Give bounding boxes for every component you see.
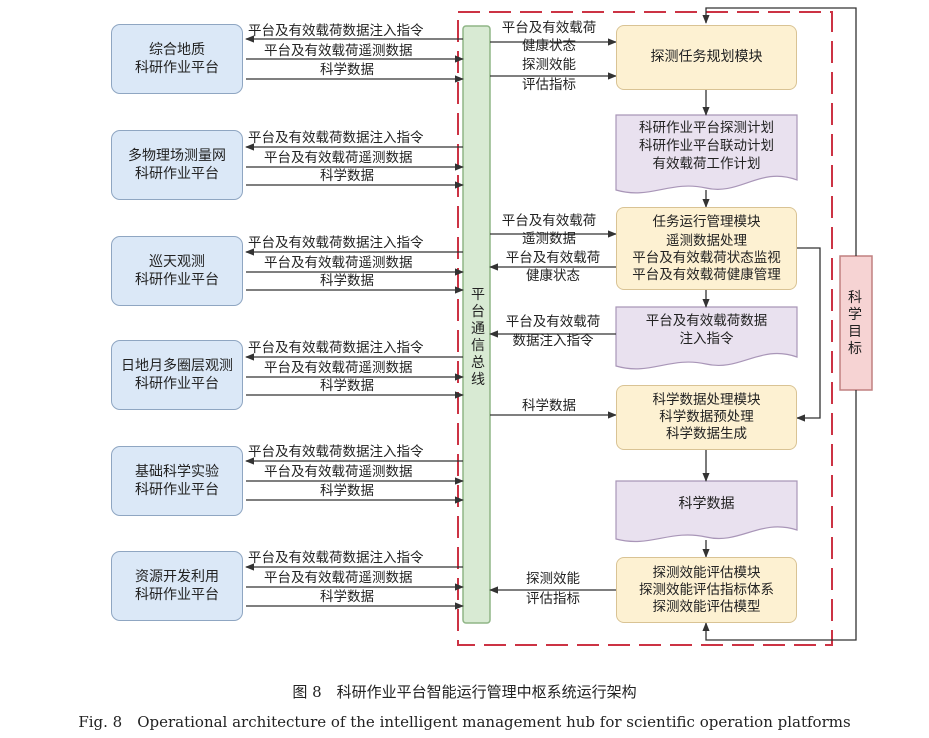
platform-name: 综合地质: [149, 42, 205, 58]
bus-link-label: 评估指标: [522, 77, 576, 93]
goal-label: 科学目标: [845, 290, 865, 358]
doc-line: 科学数据: [678, 496, 735, 512]
plans-doc-text: 科研作业平台探测计划 科研作业平台联动计划 有效载荷工作计划: [616, 118, 797, 174]
link-label-science: 科学数据: [320, 483, 374, 499]
ops-module[interactable]: 任务运行管理模块 遥测数据处理 平台及有效载荷状态监视 平台及有效载荷健康管理: [616, 207, 797, 290]
module-title: 探测效能评估模块: [652, 564, 761, 581]
module-title: 科学数据处理模块: [652, 392, 761, 408]
platform-subtitle: 科研作业平台: [135, 272, 219, 288]
link-label-science: 科学数据: [320, 589, 374, 605]
module-title: 探测任务规划模块: [650, 49, 763, 65]
communication-bus: [462, 25, 491, 624]
platform-geology[interactable]: 综合地质 科研作业平台: [111, 24, 243, 94]
module-line: 遥测数据处理: [666, 232, 747, 249]
science-goal-box: [839, 255, 873, 391]
doc-line: 科研作业平台联动计划: [639, 138, 774, 154]
bus-links: [489, 38, 617, 594]
link-label-cmd: 平台及有效载荷数据注入指令: [248, 130, 424, 146]
link-label-science: 科学数据: [320, 62, 374, 78]
platform-name: 基础科学实验: [135, 464, 219, 480]
platform-resource[interactable]: 资源开发利用 科研作业平台: [111, 551, 243, 621]
link-label-cmd: 平台及有效载荷数据注入指令: [248, 444, 424, 460]
bus-label-char: 信: [471, 338, 485, 354]
link-label-telemetry: 平台及有效载荷遥测数据: [264, 255, 413, 271]
link-label-science: 科学数据: [320, 378, 374, 394]
platform-name: 多物理场测量网: [128, 148, 226, 164]
bus-link-label: 健康状态: [526, 268, 580, 284]
caption-english: Fig. 8 Operational architecture of the i…: [78, 713, 851, 731]
module-line: 探测效能评估指标体系: [639, 581, 774, 598]
inject-doc-shape: [615, 306, 798, 370]
module-line: 科学数据预处理: [659, 409, 754, 425]
platform-subtitle: 科研作业平台: [135, 60, 219, 76]
module-line: 探测效能评估模型: [652, 598, 761, 615]
bus-label-char: 平: [471, 287, 485, 303]
goal-label-char: 标: [848, 341, 862, 357]
platform-subtitle: 科研作业平台: [135, 587, 219, 603]
link-label-cmd: 平台及有效载荷数据注入指令: [248, 23, 424, 39]
caption-chinese: 图 8 科研作业平台智能运行管理中枢系统运行架构: [292, 683, 637, 701]
bus-link-label: 平台及有效载荷: [501, 213, 597, 229]
module-line: 平台及有效载荷健康管理: [632, 266, 781, 283]
plans-doc-shape: [615, 114, 798, 194]
bus-link-label: 科学数据: [522, 398, 576, 414]
platform-name: 巡天观测: [149, 254, 205, 270]
science-processing-module[interactable]: 科学数据处理模块 科学数据预处理 科学数据生成: [616, 385, 797, 450]
bus-link-label: 平台及有效载荷: [505, 250, 601, 266]
doc-line: 科研作业平台探测计划: [639, 120, 774, 136]
platform-basic-science[interactable]: 基础科学实验 科研作业平台: [111, 446, 243, 516]
planning-module[interactable]: 探测任务规划模块: [616, 25, 797, 90]
platform-sky-survey[interactable]: 巡天观测 科研作业平台: [111, 236, 243, 306]
platform-links: [245, 35, 464, 610]
link-label-cmd: 平台及有效载荷数据注入指令: [248, 550, 424, 566]
bus-label-char: 台: [471, 304, 485, 320]
goal-label-char: 科: [848, 290, 862, 306]
link-label-telemetry: 平台及有效载荷遥测数据: [264, 570, 413, 586]
platform-subtitle: 科研作业平台: [135, 166, 219, 182]
bus-link-label: 平台及有效载荷: [505, 314, 601, 330]
link-label-science: 科学数据: [320, 273, 374, 289]
module-flow: [702, 7, 857, 641]
platform-multiphysics[interactable]: 多物理场测量网 科研作业平台: [111, 130, 243, 200]
bus-label-char: 总: [471, 355, 485, 371]
science-doc-shape: [615, 480, 798, 543]
science-doc-text: 科学数据: [616, 484, 797, 524]
link-label-telemetry: 平台及有效载荷遥测数据: [264, 360, 413, 376]
hub-boundary: [457, 11, 833, 646]
platform-subtitle: 科研作业平台: [135, 482, 219, 498]
doc-line: 平台及有效载荷数据: [645, 313, 768, 329]
bus-label-char: 线: [471, 372, 485, 388]
link-label-cmd: 平台及有效载荷数据注入指令: [248, 340, 424, 356]
module-line: 科学数据生成: [666, 426, 747, 442]
bus-link-label: 平台及有效载荷: [501, 20, 597, 36]
link-label-telemetry: 平台及有效载荷遥测数据: [264, 43, 413, 59]
link-label-telemetry: 平台及有效载荷遥测数据: [264, 150, 413, 166]
bus-link-label: 评估指标: [526, 591, 580, 607]
platform-name: 资源开发利用: [135, 569, 219, 585]
bus-link-label: 数据注入指令: [512, 333, 594, 349]
bus-link-label: 探测效能: [522, 57, 576, 73]
link-label-telemetry: 平台及有效载荷遥测数据: [264, 464, 413, 480]
link-label-science: 科学数据: [320, 168, 374, 184]
module-line: 平台及有效载荷状态监视: [632, 249, 781, 266]
goal-label-char: 学: [848, 307, 862, 323]
goal-label-char: 目: [848, 324, 862, 340]
bus-link-label: 健康状态: [522, 38, 576, 54]
platform-sun-earth-moon[interactable]: 日地月多圈层观测 科研作业平台: [111, 340, 243, 410]
doc-line: 有效载荷工作计划: [652, 156, 761, 172]
inject-doc-text: 平台及有效载荷数据 注入指令: [616, 310, 797, 350]
doc-line: 注入指令: [679, 331, 734, 347]
evaluation-module[interactable]: 探测效能评估模块 探测效能评估指标体系 探测效能评估模型: [616, 557, 797, 623]
module-title: 任务运行管理模块: [652, 213, 761, 230]
platform-name: 日地月多圈层观测: [121, 358, 233, 374]
bus-link-label: 探测效能: [526, 571, 580, 587]
link-label-cmd: 平台及有效载荷数据注入指令: [248, 235, 424, 251]
bus-label: 平台通信总线: [468, 287, 488, 389]
bus-link-label: 遥测数据: [522, 231, 576, 247]
platform-subtitle: 科研作业平台: [135, 376, 219, 392]
bus-label-char: 通: [471, 321, 485, 337]
